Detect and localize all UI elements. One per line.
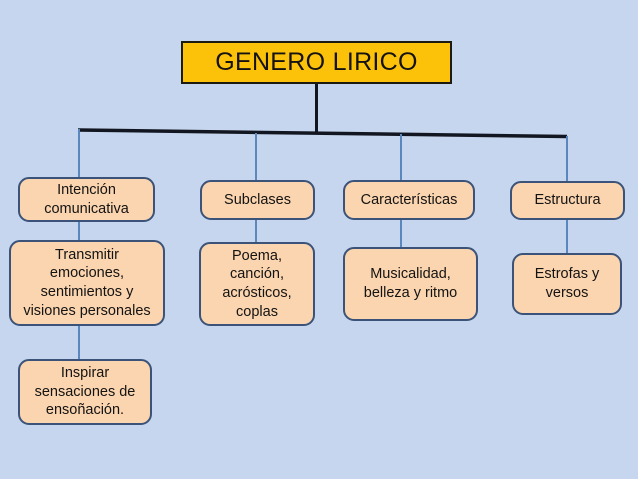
node-inspirar-sensaciones[interactable]: Inspirar sensaciones de ensoñación. — [18, 359, 152, 425]
node-estructura[interactable]: Estructura — [510, 181, 625, 220]
node-musicalidad-belleza-label: Musicalidad, belleza y ritmo — [363, 266, 458, 301]
node-intencion-comunicativa-label: Intención comunicativa — [44, 181, 129, 217]
root-node-label: GENERO LIRICO — [215, 48, 418, 76]
node-caracteristicas[interactable]: Características — [343, 180, 475, 220]
connector-intencion-transmitir — [78, 221, 80, 241]
node-estrofas-versos[interactable]: Estrofas y versos — [512, 253, 622, 315]
node-estrofas-versos-label: Estrofas y versos — [534, 266, 600, 301]
node-transmitir-emociones-label: Transmitir emociones, sentimientos y vis… — [23, 246, 151, 319]
node-subclases[interactable]: Subclases — [200, 180, 315, 220]
node-inspirar-sensaciones-label: Inspirar sensaciones de ensoñación. — [34, 365, 136, 419]
node-poema-cancion-label: Poema, canción, acrósticos, coplas — [222, 247, 292, 320]
connector-drop-intencion — [78, 129, 80, 178]
connector-transmitir-inspirar — [78, 325, 80, 360]
connector-bus-bar — [77, 128, 568, 139]
connector-estructura-estrofas — [566, 219, 568, 254]
connector-drop-subclases — [255, 133, 257, 181]
connector-drop-caracteristicas — [400, 134, 402, 181]
node-poema-cancion[interactable]: Poema, canción, acrósticos, coplas — [199, 242, 315, 326]
node-musicalidad-belleza[interactable]: Musicalidad, belleza y ritmo — [343, 247, 478, 321]
node-transmitir-emociones[interactable]: Transmitir emociones, sentimientos y vis… — [9, 240, 165, 326]
node-subclases-label: Subclases — [224, 191, 291, 208]
connector-caracteristicas-musicalidad — [400, 219, 402, 248]
root-node-genero-lirico[interactable]: GENERO LIRICO — [181, 41, 452, 84]
connector-root-stem — [315, 84, 318, 132]
connector-drop-estructura — [566, 136, 568, 182]
node-caracteristicas-label: Características — [360, 191, 458, 208]
node-estructura-label: Estructura — [534, 192, 601, 209]
node-intencion-comunicativa[interactable]: Intención comunicativa — [18, 177, 155, 222]
connector-subclases-poema — [255, 219, 257, 243]
